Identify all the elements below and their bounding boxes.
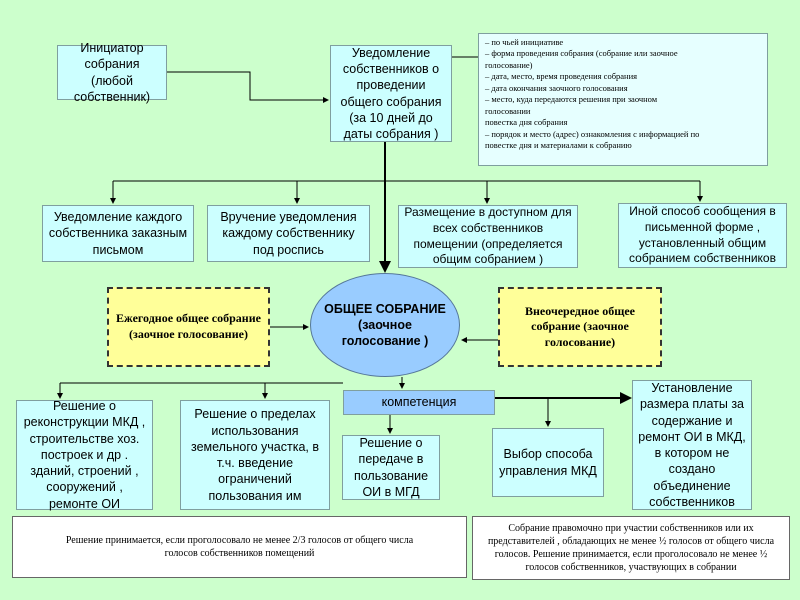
decision-management: Выбор способа управления МКД xyxy=(492,428,604,497)
method-hand-delivery: Вручение уведомления каждому собственник… xyxy=(207,205,370,262)
notice-item: повестка дня собрания xyxy=(485,117,568,128)
decision-reconstruction: Решение о реконструкции МКД , строительс… xyxy=(16,399,153,511)
decision-land-use: Решение о пределах использования земельн… xyxy=(180,400,330,510)
initiator-box: Инициатор собрания (любой собственник) xyxy=(57,41,167,104)
notice-item: голосовании xyxy=(485,105,531,116)
notice-item: – порядок и место (адрес) ознакомления с… xyxy=(485,128,700,139)
extraordinary-meeting-box: Внеочередное общее собрание (заочное гол… xyxy=(498,287,662,367)
decision-transfer: Решение о передаче в пользование ОИ в МГ… xyxy=(342,435,440,500)
notice-item: – дата окончания заочного голосования xyxy=(485,82,628,93)
general-meeting-ellipse: ОБЩЕЕ СОБРАНИЕ (заочное голосование ) xyxy=(310,273,460,377)
general-meeting-title: ОБЩЕЕ СОБРАНИЕ xyxy=(324,301,446,316)
rule-quorum: Собрание правомочно при участии собствен… xyxy=(472,516,790,580)
general-meeting-subtitle: (заочное голосование ) xyxy=(341,317,429,349)
decision-fee: Установление размера платы за содержание… xyxy=(632,380,752,510)
notice-contents-box: – по чьей инициативе – форма проведения … xyxy=(478,33,768,166)
rule-two-thirds: Решение принимается, если проголосовало … xyxy=(12,516,467,578)
notice-item: – место, куда передаются решения при зао… xyxy=(485,94,658,105)
method-registered-mail: Уведомление каждого собственника заказны… xyxy=(42,205,194,262)
competence-box: компетенция xyxy=(343,390,495,415)
notification-box: Уведомление собственников о проведении о… xyxy=(330,45,452,142)
notice-item: – дата, место, время проведения собрания xyxy=(485,71,638,82)
method-public-posting: Размещение в доступном для всех собствен… xyxy=(398,205,578,268)
notice-item: повестке дня и материалами к собранию xyxy=(485,140,632,151)
annual-meeting-box: Ежегодное общее собрание (заочное голосо… xyxy=(107,287,270,367)
notice-item: – по чьей инициативе xyxy=(485,37,564,47)
notice-item: голосование) xyxy=(485,59,533,70)
notice-item: – форма проведения собрания (собрание ил… xyxy=(485,48,678,59)
method-other-written: Иной способ сообщения в письменной форме… xyxy=(618,203,787,268)
